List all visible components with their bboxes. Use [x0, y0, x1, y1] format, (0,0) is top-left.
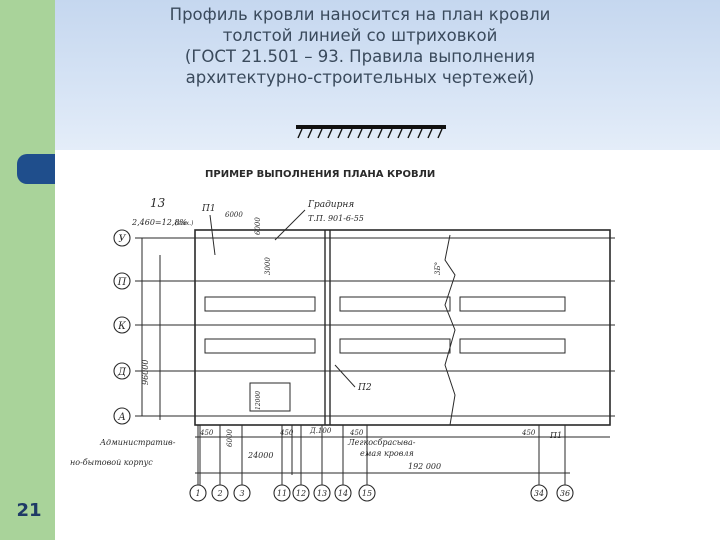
- dim-6000-top: 6000: [225, 211, 243, 219]
- slope-sub: (вых.): [175, 220, 194, 227]
- title-line-3: (ГОСТ 21.501 – 93. Правила выполнения: [184, 47, 536, 66]
- col-label-3: 3: [239, 489, 244, 498]
- label-roof-1: Легкосбрасыва-: [347, 438, 416, 447]
- tp-code: Т.П. 901-6-55: [308, 214, 364, 223]
- col-label-36: 36: [560, 489, 570, 498]
- dim-3b: 3Б°: [434, 262, 442, 275]
- slope-note: 2,460=12,8%: [131, 218, 187, 227]
- gradirnya-label: Градирня: [307, 200, 354, 210]
- dim-450-c: 450: [349, 429, 364, 437]
- dim-6000-low: 6000: [226, 429, 234, 447]
- title-line-4: архитектурно-строительных чертежей): [185, 68, 535, 87]
- col-label-15: 15: [362, 489, 372, 498]
- col-label-13: 13: [317, 489, 327, 498]
- slide-tab-marker: [17, 154, 55, 184]
- label-p1: П1: [201, 204, 216, 214]
- col-label-34: 34: [534, 489, 544, 498]
- dim-450-b: 450: [279, 429, 294, 437]
- row-label-k: К: [117, 321, 126, 332]
- title-line-1: Профиль кровли наносится на план кровли: [169, 5, 551, 24]
- dim-192000: 192 000: [408, 462, 441, 471]
- row-label-u: У: [118, 234, 126, 245]
- label-p2: П2: [357, 383, 372, 393]
- label-admin-1: Административ-: [99, 438, 176, 447]
- col-label-12: 12: [296, 489, 306, 498]
- col-label-14: 14: [338, 489, 348, 498]
- label-p1-right: П1: [549, 431, 562, 440]
- dim-96000: 96000: [141, 360, 150, 385]
- roof-profile-hatch-symbol: [296, 125, 446, 139]
- dim-d-100: Д.100: [309, 427, 332, 435]
- dim-6000-vert: 6000: [254, 217, 262, 235]
- left-decor-strip: [0, 0, 55, 540]
- row-label-a: А: [117, 412, 126, 423]
- dim-450-a: 450: [199, 429, 214, 437]
- drawing-heading: ПРИМЕР ВЫПОЛНЕНИЯ ПЛАНА КРОВЛИ: [205, 169, 435, 180]
- row-label-d: Д: [117, 367, 127, 378]
- dim-24000: 24000: [247, 451, 273, 460]
- mark-13: 13: [150, 196, 166, 210]
- col-label-11: 11: [277, 489, 287, 498]
- col-label-2: 2: [216, 489, 222, 498]
- dim-450-d: 450: [521, 429, 536, 437]
- label-admin-2: но-бытовой корпус: [70, 458, 153, 467]
- dim-12000: 12000: [255, 391, 262, 410]
- building-outline: [194, 229, 611, 426]
- row-label-p: П: [117, 277, 127, 288]
- slide-title: Профиль кровли наносится на план кровли …: [120, 4, 600, 88]
- label-roof-2: емая кровля: [360, 449, 414, 458]
- col-label-1: 1: [195, 489, 200, 498]
- roof-plan-drawing: У П К Д А 1 2 3 11 12 13 14 15 34 36 ПРИ…: [70, 169, 615, 502]
- title-line-2: толстой линией со штриховкой: [222, 26, 498, 45]
- dim-3000: 3000: [264, 257, 272, 275]
- slide-number: 21: [16, 500, 42, 521]
